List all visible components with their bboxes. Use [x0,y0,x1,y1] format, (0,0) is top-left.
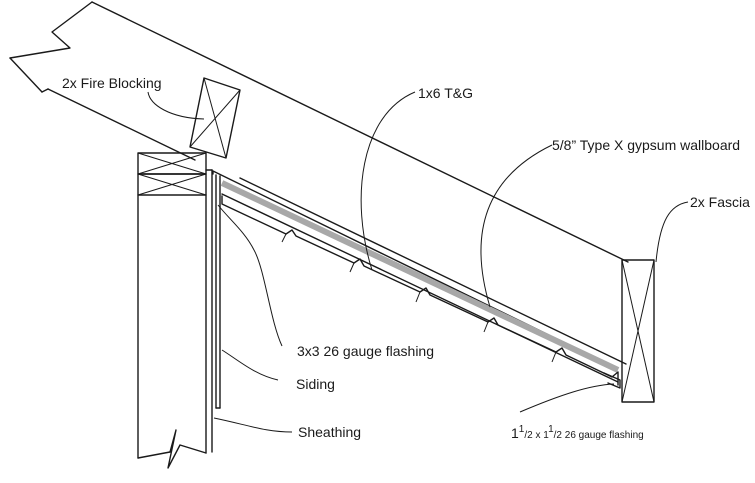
sheathing [205,169,213,453]
label-fascia: 2x Fascia [690,194,750,210]
wall-flashing [212,170,601,361]
rafter [9,1,629,365]
label-flashing-small: 11/2 x 11/2 26 gauge flashing [511,424,644,441]
label-tg: 1x6 T&G [418,85,473,101]
label-sheathing: Sheathing [298,424,361,440]
wall-stud [137,194,207,469]
label-wallboard: 5/8” Type X gypsum wallboard [552,137,740,153]
top-plates [137,152,207,196]
label-flashing-3x3: 3x3 26 gauge flashing [297,343,434,359]
label-fire-blocking: 2x Fire Blocking [62,75,162,91]
siding [215,174,221,409]
fascia [621,259,655,403]
tg-soffit [221,193,619,386]
fascia-flashing [603,372,621,389]
leader-lines [147,91,689,433]
label-siding: Siding [296,376,335,392]
fire-blocking [189,77,241,159]
gypsum-wallboard [220,180,620,373]
